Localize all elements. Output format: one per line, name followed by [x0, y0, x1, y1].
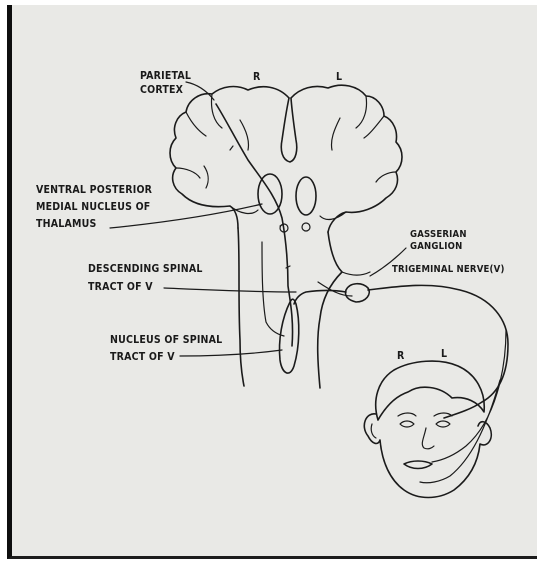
label-nucleus-2: TRACT OF V: [110, 351, 175, 363]
label-gasserian-1: GASSERIAN: [410, 229, 467, 240]
label-descending-1: DESCENDING SPINAL: [88, 263, 203, 275]
hair-outline: [376, 361, 485, 420]
mouth: [404, 461, 432, 469]
face-outline: [364, 414, 491, 498]
left-eye: [436, 421, 450, 427]
left-hemisphere: [291, 85, 402, 232]
trigeminal-nerve: [368, 285, 508, 418]
brainstem: [238, 228, 370, 388]
longitudinal-fissure: [281, 98, 296, 162]
right-eye: [400, 421, 414, 427]
label-hemisphere-r: R: [253, 71, 261, 83]
brainstem-right-edge: [238, 228, 244, 386]
brainstem-left-edge: [318, 232, 342, 388]
trigeminal-pathway: [216, 104, 508, 483]
label-descending-2: TRACT OF V: [88, 281, 153, 293]
label-vpm-2: MEDIAL NUCLEUS OF: [36, 201, 150, 213]
label-nucleus-1: NUCLEUS OF SPINAL: [110, 334, 222, 346]
label-vpm-3: THALAMUS: [36, 218, 96, 230]
label-trigeminal-nerve: TRIGEMINAL NERVE(V): [392, 264, 505, 275]
label-vpm-1: VENTRAL POSTERIOR: [36, 184, 153, 196]
labels: PARIETAL CORTEX R L VENTRAL POSTERIOR ME…: [36, 70, 505, 363]
label-gasserian-2: GANGLION: [410, 241, 462, 252]
vpm-nucleus-left: [296, 177, 316, 215]
label-parietal-cortex-1: PARIETAL: [140, 70, 191, 82]
label-face-l: L: [441, 348, 447, 360]
leader-lines: [110, 82, 406, 356]
label-parietal-cortex-2: CORTEX: [140, 84, 184, 96]
label-hemisphere-l: L: [336, 71, 342, 83]
gasserian-ganglion: [345, 284, 369, 302]
thalamus: [258, 174, 316, 232]
brain-outline: [170, 85, 402, 232]
right-hemisphere: [170, 87, 289, 228]
face: [364, 361, 491, 497]
nose: [422, 428, 434, 449]
label-face-r: R: [397, 350, 405, 362]
